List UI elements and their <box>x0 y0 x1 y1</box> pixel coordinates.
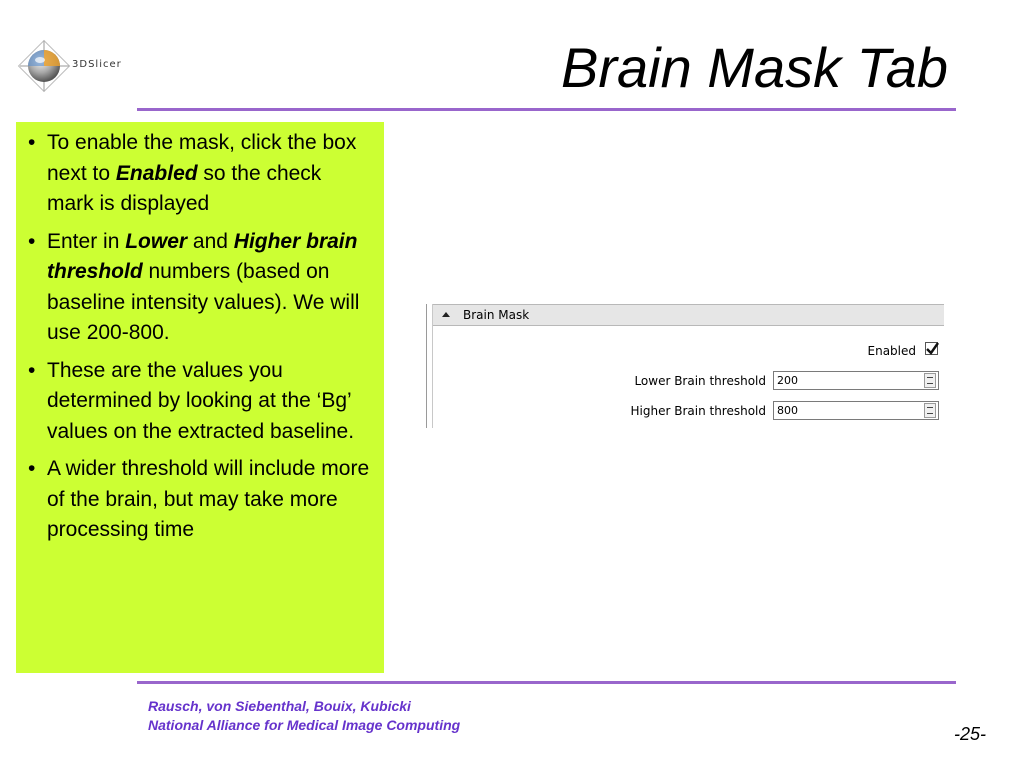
checkmark-icon <box>926 342 939 355</box>
bullet-text: and <box>187 229 234 253</box>
bullet-text: numbers (based on baseline intensity val… <box>47 260 360 344</box>
panel-title: Brain Mask <box>463 308 530 322</box>
footer-org: National Alliance for Medical Image Comp… <box>148 717 461 733</box>
lower-threshold-value[interactable]: 200 <box>777 374 798 387</box>
stepper-up-icon[interactable] <box>927 407 933 408</box>
higher-threshold-value[interactable]: 800 <box>777 404 798 417</box>
bullet-text: so the check mark is displayed <box>47 161 322 216</box>
lower-threshold-label: Lower Brain threshold <box>634 374 766 388</box>
higher-threshold-spinbox[interactable]: 800 <box>773 401 939 420</box>
footer-credits: Rausch, von Siebenthal, Bouix, Kubicki N… <box>148 697 460 735</box>
stepper-down-icon[interactable] <box>927 413 933 414</box>
bullet-item: A wider threshold will include more of t… <box>26 454 372 546</box>
bullet-list: To enable the mask, click the box next t… <box>26 128 372 546</box>
bullet-text: A wider threshold will include more of t… <box>47 457 370 541</box>
lower-threshold-spinbox[interactable]: 200 <box>773 371 939 390</box>
bullet-text: These are the values you determined by l… <box>47 358 355 443</box>
panel-header[interactable]: Brain Mask <box>433 304 944 326</box>
slide-title: Brain Mask Tab <box>561 36 948 99</box>
bottom-divider <box>137 681 956 684</box>
slicer-logo: 3DSlicer <box>14 36 144 96</box>
panel-edge <box>432 304 433 428</box>
brain-mask-panel: Brain Mask Enabled Lower Brain threshold… <box>426 304 944 428</box>
enabled-label: Enabled <box>867 344 917 358</box>
stepper-down-icon[interactable] <box>927 383 933 384</box>
higher-threshold-label: Higher Brain threshold <box>630 404 767 418</box>
emphasis-text: Higher brain threshold <box>47 229 358 284</box>
enabled-checkbox[interactable] <box>925 342 939 355</box>
lower-threshold-stepper[interactable] <box>924 373 936 388</box>
slicer-sphere-icon <box>17 39 71 93</box>
instructions-box: To enable the mask, click the box next t… <box>16 122 384 673</box>
bullet-item: To enable the mask, click the box next t… <box>26 128 372 220</box>
collapse-arrow-icon[interactable] <box>442 312 450 317</box>
slicer-logo-text: 3DSlicer <box>72 59 122 70</box>
bullet-item: These are the values you determined by l… <box>26 356 372 448</box>
emphasis-text: Lower <box>125 229 188 253</box>
bullet-text: Enter in <box>47 229 126 253</box>
bullet-text: To enable the mask, click the box next t… <box>47 131 357 185</box>
higher-threshold-stepper[interactable] <box>924 403 936 418</box>
stepper-up-icon[interactable] <box>927 377 933 378</box>
page-number: -25- <box>953 724 986 744</box>
top-divider <box>137 108 956 111</box>
footer-authors: Rausch, von Siebenthal, Bouix, Kubicki <box>148 698 411 714</box>
emphasis-text: Enabled <box>115 161 198 185</box>
bullet-item: Enter in Lower and Higher brain threshol… <box>26 227 372 349</box>
